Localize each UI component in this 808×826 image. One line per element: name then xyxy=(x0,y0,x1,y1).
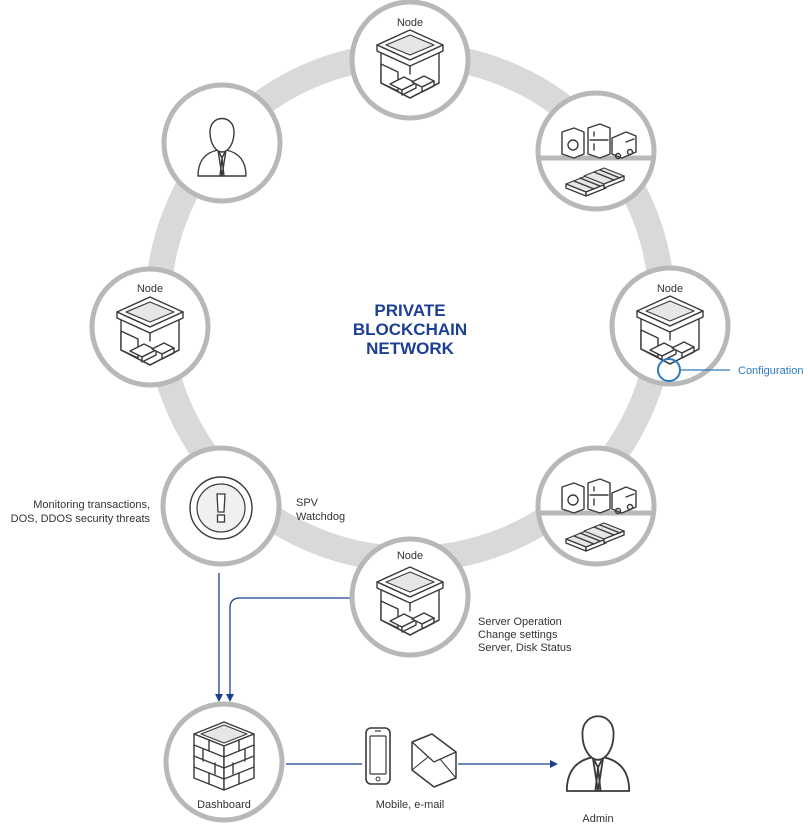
spv-watchdog-node[interactable] xyxy=(160,445,282,567)
server-ops-line1: Server Operation xyxy=(478,616,562,628)
node-left-label: Node xyxy=(137,283,163,295)
dashboard-label: Dashboard xyxy=(197,799,251,811)
node-right[interactable]: Node xyxy=(609,265,731,387)
configuration-label: Configuration xyxy=(738,365,803,377)
logistics-node-upper[interactable] xyxy=(535,90,657,212)
network-title-line3: NETWORK xyxy=(366,339,455,358)
node-bottom-label: Node xyxy=(397,550,423,562)
monitoring-line1: Monitoring transactions, xyxy=(33,499,150,511)
network-title-line2: BLOCKCHAIN xyxy=(353,320,467,339)
logistics-node-lower[interactable] xyxy=(535,445,657,567)
admin-label: Admin xyxy=(582,813,613,825)
node-to-dashboard-arrow xyxy=(226,597,352,702)
spv-label: SPV xyxy=(296,497,319,509)
mobile-email-label: Mobile, e-mail xyxy=(376,799,444,811)
node-right-label: Node xyxy=(657,283,683,295)
alert-icon xyxy=(216,493,226,513)
dashboard-node[interactable]: Dashboard xyxy=(163,701,285,823)
server-ops-line2: Change settings xyxy=(478,629,558,641)
network-title-line1: PRIVATE xyxy=(374,301,445,320)
admin-figure[interactable]: Admin xyxy=(565,715,631,825)
person-icon xyxy=(565,715,631,792)
server-ops-line3: Server, Disk Status xyxy=(478,642,572,654)
node-top-label: Node xyxy=(397,17,423,29)
mobile-icon xyxy=(365,727,391,785)
monitoring-line2: DOS, DDOS security threats xyxy=(11,513,151,525)
user-node[interactable] xyxy=(161,82,283,204)
firewall-icon xyxy=(193,721,255,791)
node-left[interactable]: Node xyxy=(89,266,211,388)
email-icon xyxy=(411,733,457,788)
node-bottom[interactable]: Node xyxy=(349,536,471,658)
watchdog-label: Watchdog xyxy=(296,511,345,523)
node-top[interactable]: Node xyxy=(349,0,471,121)
